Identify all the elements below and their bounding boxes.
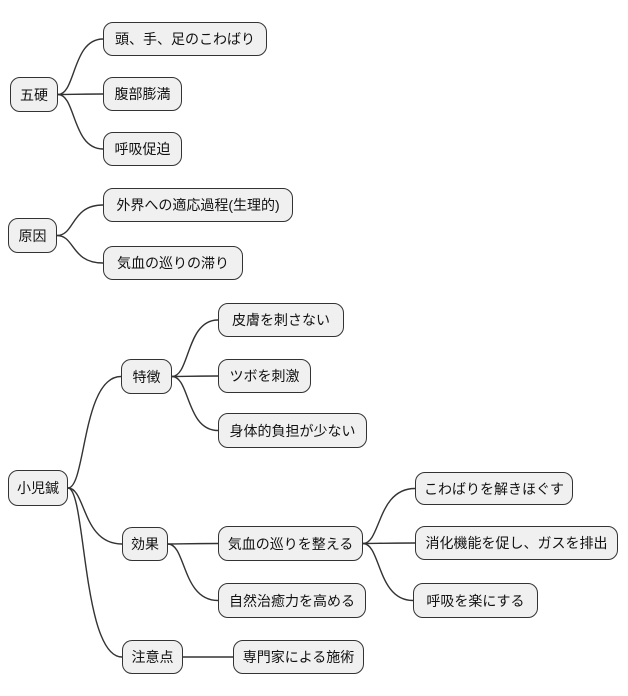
node-adaptation-process: 外界への適応過程(生理的): [103, 188, 293, 222]
node-gokou-root: 五硬: [10, 77, 58, 112]
edge-connector: [67, 487, 123, 658]
node-regulate-kiketsu-flow: 気血の巡りを整える: [218, 526, 363, 561]
edge-connector: [67, 375, 122, 489]
node-abdominal-distension: 腹部膨満: [103, 77, 182, 111]
edge-connector: [67, 487, 123, 545]
node-treatment-by-specialist: 専門家による施術: [233, 640, 364, 674]
node-genin-root: 原因: [8, 218, 57, 253]
node-stimulate-tsubo: ツボを刺激: [218, 359, 311, 393]
edge-connector: [362, 542, 414, 602]
node-features: 特徴: [121, 359, 172, 394]
edge-connector: [362, 487, 416, 545]
edge-connector: [57, 93, 104, 150]
node-ease-breathing: 呼吸を楽にする: [413, 583, 538, 618]
node-effects: 効果: [122, 527, 168, 561]
node-shonihari-root: 小児鍼: [8, 470, 68, 506]
node-promote-digestion-expel-gas: 消化機能を促し、ガスを排出: [415, 526, 618, 560]
node-stiffness-head-hands-feet: 頭、手、足のこわばり: [103, 22, 267, 56]
edge-connector: [57, 38, 104, 96]
edge-connector: [171, 375, 219, 378]
node-loosen-stiffness: こわばりを解きほぐす: [415, 472, 573, 505]
edge-connector: [57, 93, 104, 96]
node-kiketsu-stagnation: 気血の巡りの滞り: [103, 246, 243, 280]
node-low-physical-burden: 身体的負担が少ない: [218, 413, 367, 448]
node-cautions: 注意点: [122, 640, 183, 674]
edge-connector: [171, 319, 219, 378]
edge-connector: [167, 542, 219, 545]
edge-connector: [56, 234, 104, 264]
node-boost-natural-healing: 自然治癒力を高める: [218, 583, 366, 618]
node-no-skin-piercing: 皮膚を刺さない: [218, 303, 344, 337]
edge-connector: [167, 543, 219, 602]
edge-connector: [362, 542, 416, 545]
edge-connector: [56, 204, 104, 237]
edge-connector: [171, 375, 219, 432]
node-rapid-breathing: 呼吸促迫: [103, 132, 182, 166]
